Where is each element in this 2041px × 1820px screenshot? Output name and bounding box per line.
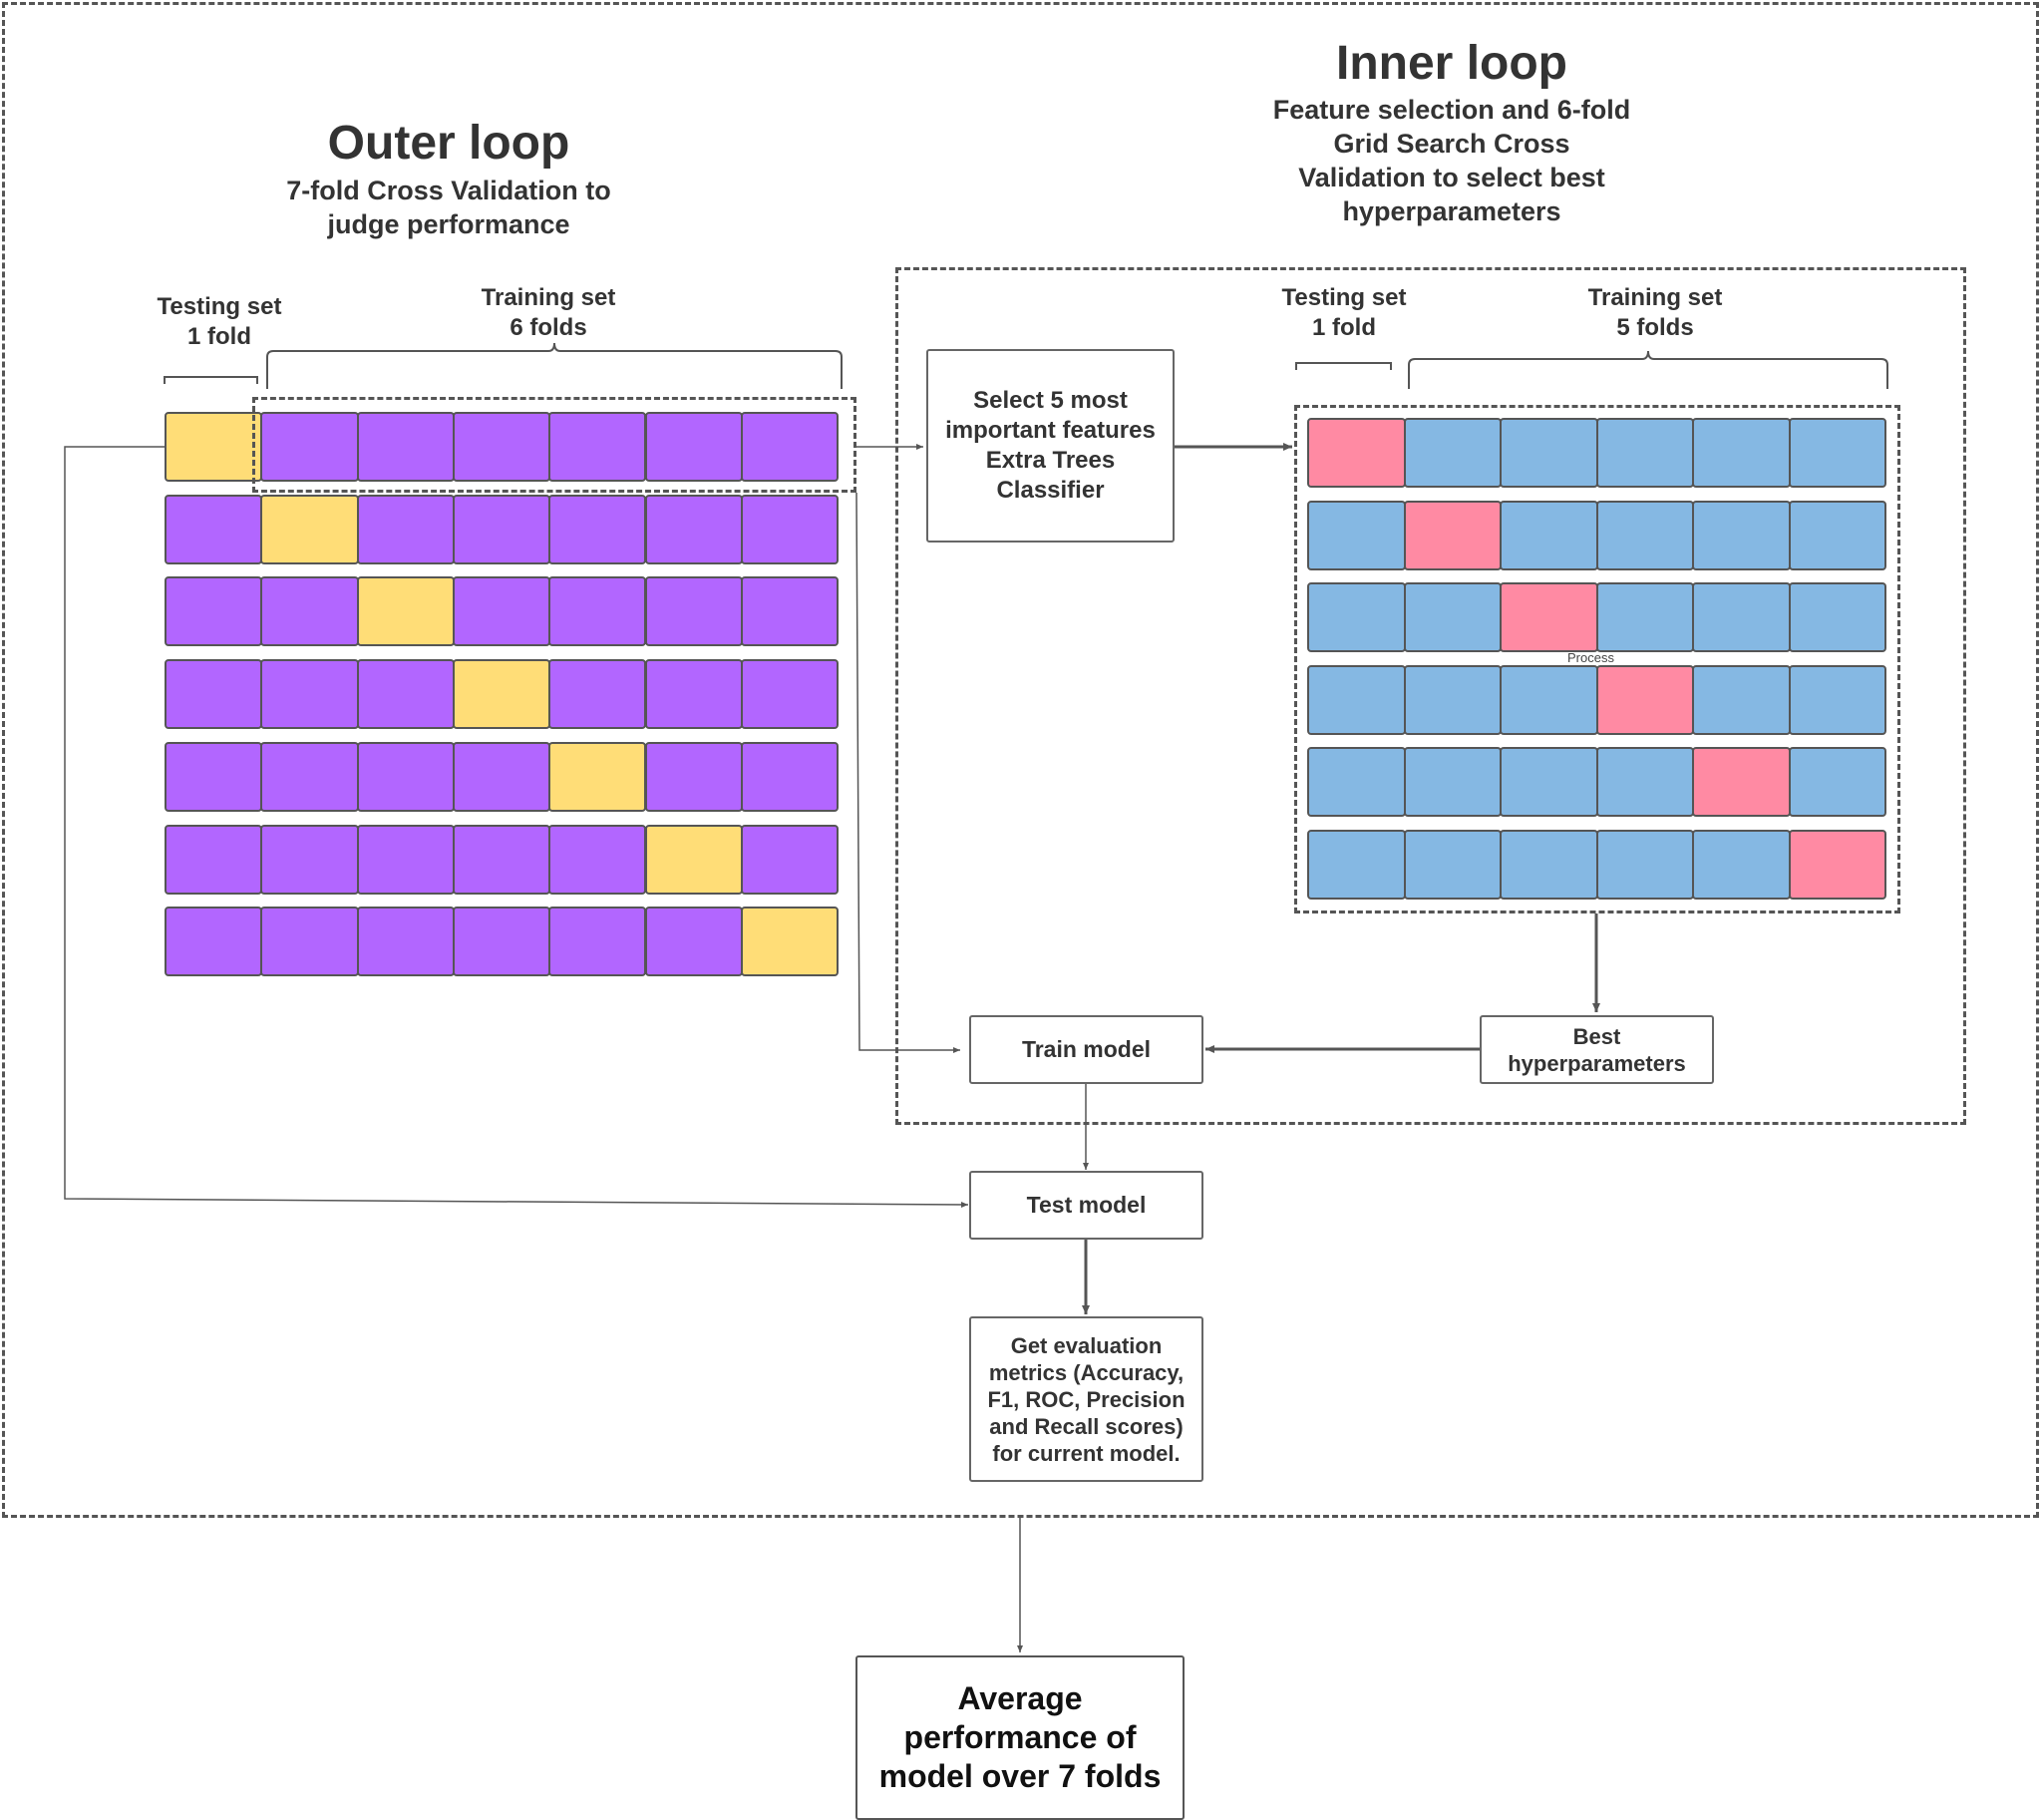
outer-fold-cell-train — [548, 824, 647, 895]
outer-fold-cell-train — [165, 659, 263, 730]
outer-testing-set-label: Testing set 1 fold — [157, 293, 282, 350]
outer-fold-cell-train — [740, 576, 840, 647]
evaluation-metrics-box: Get evaluation metrics (Accuracy, F1, RO… — [969, 1316, 1203, 1482]
outer-fold-cell-train — [260, 907, 359, 977]
inner-loop-subtitle: Feature selection and 6-fold Grid Search… — [1272, 95, 1631, 226]
outer-fold-cell-train — [452, 824, 551, 895]
inner-fold-cell-train — [1595, 830, 1694, 900]
outer-fold-cell-train — [452, 741, 551, 812]
inner-fold-cell-train — [1500, 830, 1598, 900]
outer-fold-cell-test — [260, 494, 359, 564]
outer-fold-cell-train — [740, 494, 840, 564]
inner-fold-cell-train — [1403, 582, 1502, 653]
outer-fold-cell-train — [740, 659, 840, 730]
outer-fold-cell-train — [548, 494, 647, 564]
inner-fold-cell-test — [1500, 582, 1598, 653]
inner-fold-cell-train — [1307, 830, 1406, 900]
outer-fold-cell-train — [356, 824, 455, 895]
inner-fold-cell-train — [1692, 830, 1791, 900]
best-hyperparameters-text: Best hyperparameters — [1508, 1023, 1686, 1076]
inner-fold-cell-train — [1403, 418, 1502, 488]
inner-fold-cell-test — [1692, 747, 1791, 818]
process-label: Process — [1567, 650, 1614, 665]
inner-fold-cell-test — [1403, 500, 1502, 570]
outer-fold-cell-train — [740, 741, 840, 812]
outer-fold-cell-train — [165, 576, 263, 647]
inner-fold-cell-train — [1595, 582, 1694, 653]
outer-fold-cell-train — [356, 659, 455, 730]
inner-fold-cell-train — [1500, 747, 1598, 818]
outer-fold-cell-train — [165, 494, 263, 564]
inner-fold-cell-train — [1403, 664, 1502, 735]
outer-fold-cell-test — [644, 824, 743, 895]
outer-loop-subtitle: 7-fold Cross Validation to judge perform… — [286, 176, 611, 239]
inner-fold-cell-train — [1307, 664, 1406, 735]
inner-fold-cell-train — [1788, 747, 1886, 818]
inner-fold-cell-train — [1788, 664, 1886, 735]
outer-fold-cell-test — [165, 412, 263, 482]
outer-fold-cell-train — [548, 576, 647, 647]
inner-fold-cell-train — [1788, 582, 1886, 653]
outer-fold-cell-train — [165, 824, 263, 895]
outer-fold-cell-train — [644, 576, 743, 647]
inner-fold-cell-train — [1692, 664, 1791, 735]
outer-loop-title: Outer loop — [327, 117, 570, 170]
inner-fold-cell-train — [1692, 500, 1791, 570]
inner-fold-cell-train — [1307, 582, 1406, 653]
outer-fold-cell-test — [356, 576, 455, 647]
outer-fold-cell-train — [260, 824, 359, 895]
outer-process-frame — [2, 2, 2039, 1518]
feature-selection-text: Select 5 most important features Extra T… — [945, 387, 1156, 504]
feature-selection-box: Select 5 most important features Extra T… — [926, 349, 1175, 543]
outer-fold-cell-train — [260, 741, 359, 812]
outer-training-highlight — [252, 397, 856, 493]
test-model-box: Test model — [969, 1171, 1203, 1240]
inner-grid-frame — [1294, 405, 1900, 913]
outer-fold-cell-train — [644, 494, 743, 564]
inner-loop-title: Inner loop — [1336, 37, 1567, 90]
inner-fold-cell-test — [1307, 418, 1406, 488]
inner-training-set-label: Training set 5 folds — [1587, 284, 1723, 341]
outer-fold-cell-train — [452, 907, 551, 977]
outer-fold-cell-train — [644, 907, 743, 977]
outer-fold-cell-train — [548, 659, 647, 730]
best-hyperparameters-box: Best hyperparameters — [1480, 1015, 1714, 1084]
outer-fold-cell-train — [165, 741, 263, 812]
outer-fold-cell-train — [356, 907, 455, 977]
outer-fold-cell-train — [644, 741, 743, 812]
outer-fold-cell-test — [740, 907, 840, 977]
inner-fold-cell-train — [1403, 747, 1502, 818]
outer-fold-cell-test — [452, 659, 551, 730]
train-model-box: Train model — [969, 1015, 1203, 1084]
outer-training-set-label: Training set 6 folds — [481, 284, 616, 341]
inner-fold-cell-test — [1595, 664, 1694, 735]
outer-fold-cell-train — [356, 741, 455, 812]
inner-fold-cell-train — [1788, 500, 1886, 570]
inner-fold-cell-train — [1307, 500, 1406, 570]
average-performance-text: Average performance of model over 7 fold… — [878, 1680, 1162, 1794]
outer-fold-cell-train — [644, 659, 743, 730]
outer-fold-cell-train — [260, 659, 359, 730]
average-performance-box: Average performance of model over 7 fold… — [855, 1655, 1185, 1820]
inner-fold-cell-test — [1788, 830, 1886, 900]
outer-fold-cell-train — [548, 907, 647, 977]
test-model-text: Test model — [1026, 1192, 1147, 1218]
outer-fold-cell-train — [452, 494, 551, 564]
outer-fold-cell-train — [165, 907, 263, 977]
train-model-text: Train model — [1021, 1036, 1152, 1062]
outer-fold-cell-train — [260, 576, 359, 647]
inner-fold-cell-train — [1788, 418, 1886, 488]
evaluation-metrics-text: Get evaluation metrics (Accuracy, F1, RO… — [987, 1332, 1186, 1466]
inner-testing-set-label: Testing set 1 fold — [1281, 284, 1407, 341]
inner-fold-cell-train — [1595, 418, 1694, 488]
outer-fold-cell-train — [356, 494, 455, 564]
outer-fold-cell-train — [452, 576, 551, 647]
outer-fold-cell-train — [740, 824, 840, 895]
inner-fold-cell-train — [1500, 664, 1598, 735]
inner-fold-cell-train — [1595, 500, 1694, 570]
outer-fold-cell-test — [548, 741, 647, 812]
